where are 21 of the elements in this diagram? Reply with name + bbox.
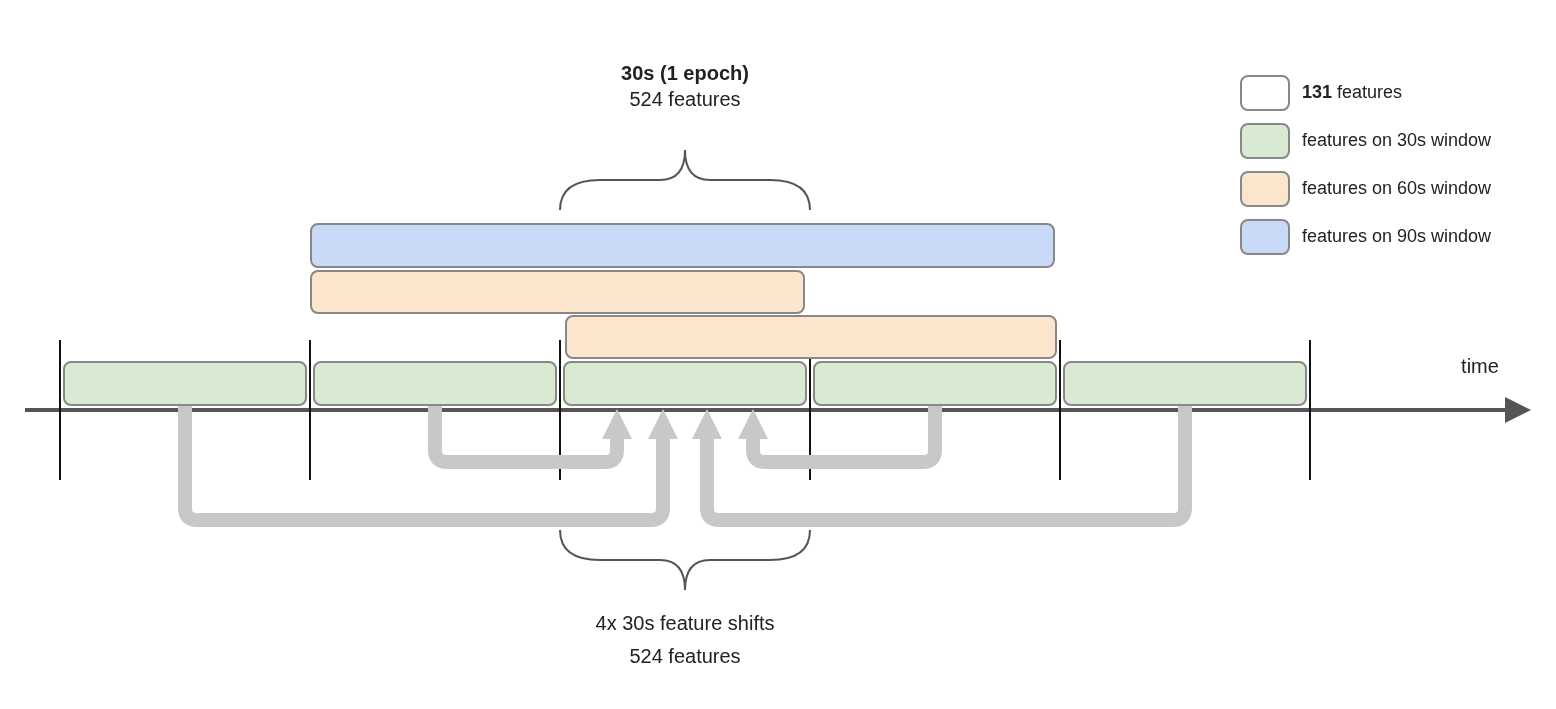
shift-arrow [738, 406, 942, 469]
window-bar [310, 223, 1055, 268]
feature-count: 524 features [629, 88, 741, 111]
window-bar [310, 270, 805, 314]
shift-arrow [692, 406, 1192, 527]
window-bar [813, 361, 1057, 406]
legend-label: features on 90s window [1302, 226, 1492, 247]
window-bar [63, 361, 307, 406]
epoch-label: 30s (1 epoch) [621, 62, 749, 85]
feature-count: 524 features [629, 645, 741, 668]
window-bar [1063, 361, 1307, 406]
window-bar [565, 315, 1057, 359]
shift-label: 4x 30s feature shifts [595, 612, 775, 635]
legend-label: features on 30s window [1302, 130, 1492, 151]
window-bar [563, 361, 807, 406]
axis-label: time [1461, 355, 1499, 378]
window-bar [313, 361, 557, 406]
legend-label: features on 60s window [1302, 178, 1492, 199]
shift-arrow [178, 406, 678, 527]
legend-label: 131 features [1302, 82, 1403, 103]
shift-arrow [428, 406, 632, 469]
